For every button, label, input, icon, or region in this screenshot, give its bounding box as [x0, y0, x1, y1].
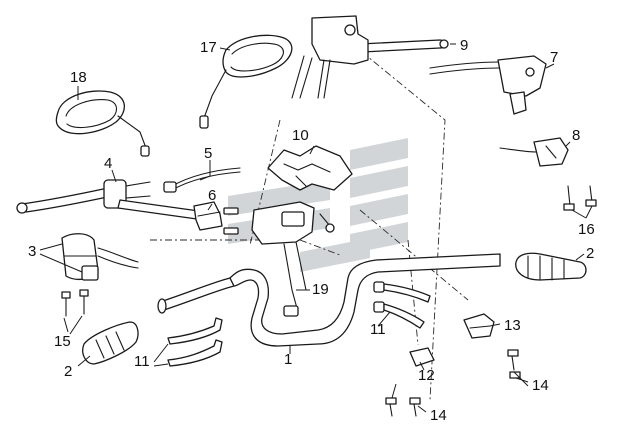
screws-left — [61, 289, 89, 317]
right-brake-lever — [359, 39, 449, 53]
riser-cover — [267, 145, 353, 191]
right-switch-assembly — [429, 55, 547, 115]
leader-lines — [39, 43, 593, 413]
handlebar — [157, 253, 501, 347]
callout-6: 6 — [208, 187, 216, 204]
left-grip — [82, 321, 139, 365]
screws-right — [563, 185, 597, 211]
callout-2-right-grip: 2 — [586, 245, 594, 262]
callout-11-left: 11 — [134, 353, 150, 370]
callout-10: 10 — [292, 127, 309, 144]
callout-13: 13 — [504, 317, 521, 334]
cable-ties-left — [167, 317, 223, 367]
callout-3: 3 — [28, 243, 36, 260]
right-grip — [515, 252, 587, 281]
callout-12: 12 — [418, 367, 435, 384]
callout-19: 19 — [312, 281, 329, 298]
callout-4: 4 — [104, 155, 112, 172]
callout-9: 9 — [460, 37, 468, 54]
callout-16: 16 — [578, 221, 595, 238]
small-clip — [409, 347, 435, 367]
right-mirror — [199, 34, 293, 129]
callout-14-right: 14 — [532, 377, 549, 394]
handlebar-upper-tube — [117, 199, 207, 221]
callout-15: 15 — [54, 333, 71, 350]
bar-clamp — [193, 201, 239, 235]
callout-14-bottom: 14 — [430, 407, 447, 424]
master-cylinder — [291, 15, 369, 99]
screws-bottom — [385, 349, 521, 417]
right-clamp — [463, 313, 495, 339]
callout-11-right: 11 — [370, 321, 386, 338]
left-switch-assembly — [61, 233, 139, 281]
switch-housing — [251, 201, 335, 317]
callout-5: 5 — [204, 145, 212, 162]
cable — [163, 167, 241, 193]
callout-8: 8 — [572, 127, 580, 144]
cable-ties-right — [373, 281, 431, 329]
small-switch — [499, 137, 569, 167]
callout-2-left-grip: 2 — [64, 363, 72, 380]
callout-7: 7 — [550, 49, 558, 66]
callout-17: 17 — [200, 39, 217, 56]
callout-labels: 1 2 2 3 4 5 6 7 8 9 10 11 11 12 13 14 14… — [28, 37, 595, 424]
callout-1: 1 — [284, 351, 292, 368]
callout-18: 18 — [70, 69, 87, 86]
left-mirror — [55, 90, 150, 157]
